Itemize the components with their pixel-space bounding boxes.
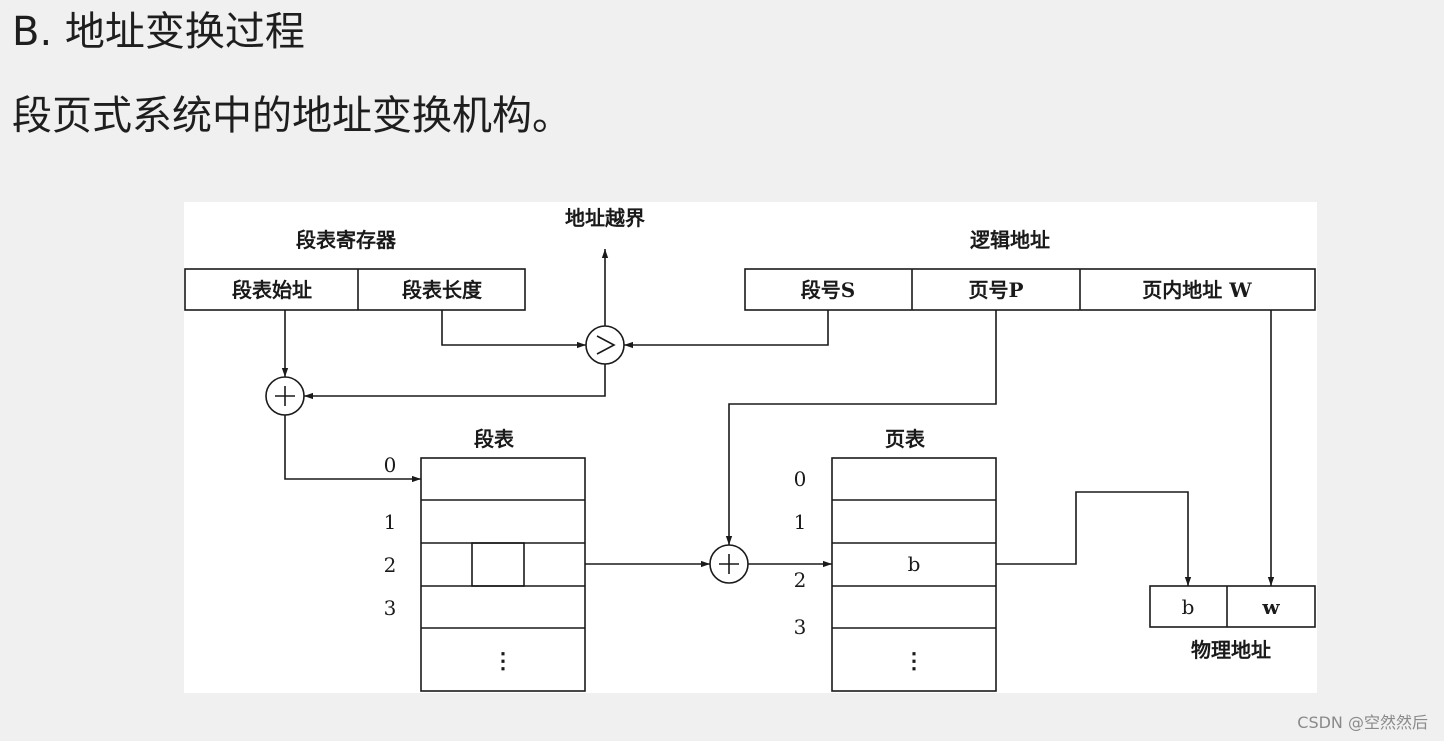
page-table-index-1: 1 bbox=[794, 510, 807, 534]
page-table-index-2: 2 bbox=[794, 568, 807, 592]
arrow-length-to-comparator bbox=[441, 310, 586, 349]
logical-address-pageno-cell: 页号P bbox=[968, 278, 1023, 302]
greater-than-symbol bbox=[596, 335, 616, 355]
arrow-pageno-to-page-adder bbox=[725, 310, 997, 545]
address-overflow-label: 地址越界 bbox=[565, 206, 645, 230]
logical-address-segno-cell: 段号S bbox=[801, 278, 855, 302]
page-table-box bbox=[831, 457, 997, 692]
logical-address-box bbox=[744, 268, 1316, 311]
logical-address-title: 逻辑地址 bbox=[970, 228, 1050, 252]
arrow-segno-to-adder bbox=[304, 364, 606, 400]
segment-table-index-1: 1 bbox=[384, 510, 397, 534]
segment-table-box bbox=[420, 457, 586, 692]
arrow-segno-to-comparator bbox=[624, 310, 829, 349]
segment-register-base-cell: 段表始址 bbox=[232, 278, 312, 302]
page-table-ellipsis: ⋮ bbox=[903, 648, 925, 674]
logical-address-offset-cell: 页内地址 W bbox=[1142, 278, 1252, 302]
page-title: B. 地址变换过程 bbox=[12, 9, 305, 55]
segment-table-index-3: 3 bbox=[384, 596, 397, 620]
segment-table-index-2: 2 bbox=[384, 553, 397, 577]
physical-address-title: 物理地址 bbox=[1191, 638, 1271, 662]
segment-table-index-0: 0 bbox=[384, 453, 397, 477]
page-table-title: 页表 bbox=[885, 427, 926, 451]
page-table-index-0: 0 bbox=[794, 467, 807, 491]
segment-paging-diagram: 段表寄存器 段表始址 段表长度 地址越界 逻辑地址 段号S 页号P 页内地址 W… bbox=[184, 202, 1317, 693]
page-table-index-3: 3 bbox=[794, 615, 807, 639]
physical-address-offset-cell: w bbox=[1261, 595, 1280, 619]
segment-register-title: 段表寄存器 bbox=[296, 228, 397, 252]
physical-address-box bbox=[1149, 585, 1316, 628]
diagram-canvas: 段表寄存器 段表始址 段表长度 地址越界 逻辑地址 段号S 页号P 页内地址 W… bbox=[184, 206, 1316, 692]
segment-register-length-cell: 段表长度 bbox=[402, 278, 483, 302]
comparator-circle bbox=[585, 325, 625, 365]
page-table-entry-b: b bbox=[908, 552, 921, 576]
arrow-frame-to-physical bbox=[996, 491, 1192, 586]
watermark: CSDN @空然然后 bbox=[1297, 713, 1428, 732]
segment-table-ellipsis: ⋮ bbox=[492, 648, 514, 674]
arrow-adder-to-segment-table bbox=[284, 415, 421, 483]
segment-register-box bbox=[184, 268, 526, 311]
page-subtitle: 段页式系统中的地址变换机构。 bbox=[12, 93, 572, 139]
segment-entry-page-table-cell bbox=[471, 542, 525, 587]
physical-address-frame-cell: b bbox=[1182, 595, 1195, 619]
segment-table-title: 段表 bbox=[474, 427, 515, 451]
